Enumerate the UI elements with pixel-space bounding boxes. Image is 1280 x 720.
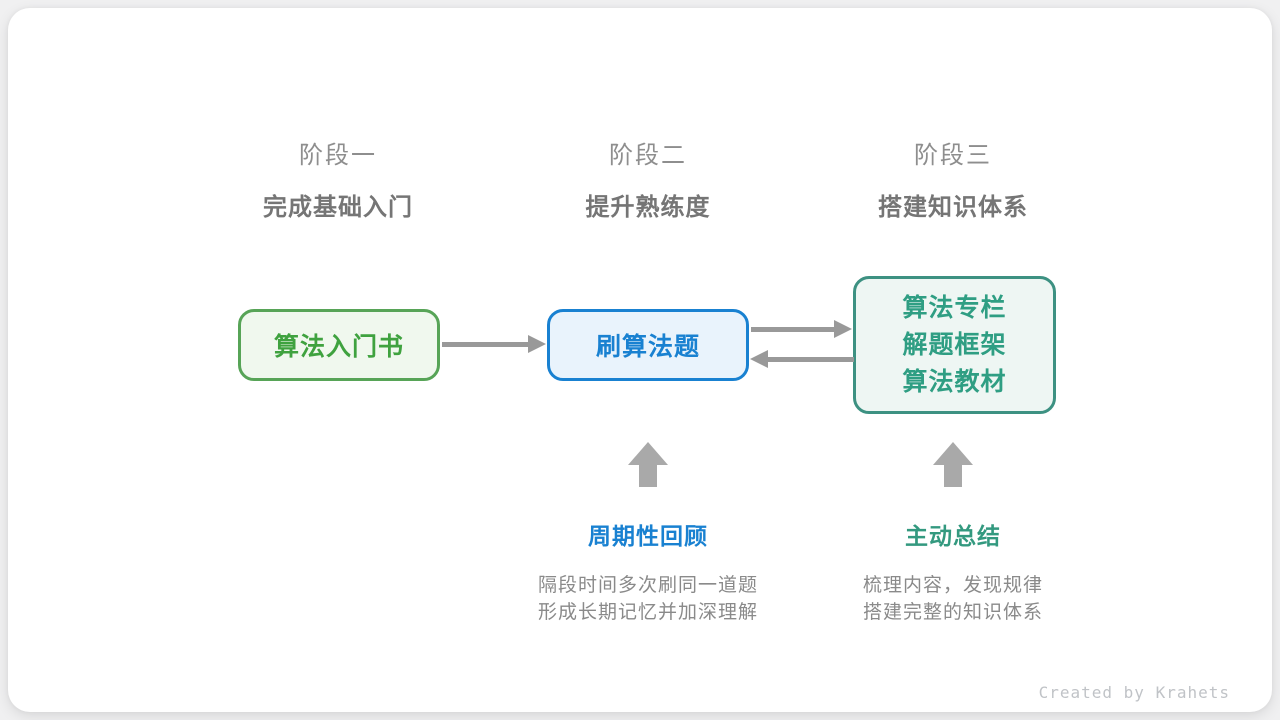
arrow-right-icon (528, 335, 546, 353)
arrow-shaft (751, 327, 835, 332)
node-resource-line-2: 解题框架 (902, 330, 1007, 359)
arrow-right-icon (834, 320, 852, 338)
arrow-shaft (768, 357, 854, 362)
callout-active-summary: 主动总结 梳理内容，发现规律 搭建完整的知识体系 (793, 517, 1113, 626)
up-arrow-icon (933, 442, 973, 465)
stage-2-label: 阶段二 (609, 142, 687, 169)
node-intro-book-label: 算法入门书 (273, 333, 404, 361)
arrow-shaft (442, 342, 530, 347)
credit-text: Created by Krahets (1038, 683, 1230, 702)
callout-active-summary-desc: 梳理内容，发现规律 搭建完整的知识体系 (793, 572, 1113, 626)
callout-periodic-review-desc: 隔段时间多次刷同一道题 形成长期记忆并加深理解 (488, 572, 808, 626)
stage-1-subtitle: 完成基础入门 (263, 194, 413, 221)
stage-2-subtitle: 提升熟练度 (585, 194, 711, 221)
desc-line-1: 梳理内容，发现规律 (862, 575, 1043, 596)
callout-active-summary-title: 主动总结 (905, 523, 1001, 549)
stage-header-1: 阶段一 完成基础入门 (178, 135, 498, 222)
desc-line-2: 搭建完整的知识体系 (862, 602, 1043, 623)
node-resource-line-3: 算法教材 (902, 367, 1007, 396)
up-arrow-stem (639, 464, 657, 487)
node-resource-line-1: 算法专栏 (902, 293, 1007, 322)
arrow-left-icon (750, 350, 768, 368)
stage-3-label: 阶段三 (914, 142, 992, 169)
up-arrow-stem (944, 464, 962, 487)
callout-periodic-review: 周期性回顾 隔段时间多次刷同一道题 形成长期记忆并加深理解 (488, 517, 808, 626)
stage-header-2: 阶段二 提升熟练度 (488, 135, 808, 222)
node-practice-problems: 刷算法题 (547, 309, 749, 381)
stage-header-3: 阶段三 搭建知识体系 (793, 135, 1113, 222)
diagram-card: 阶段一 完成基础入门 阶段二 提升熟练度 阶段三 搭建知识体系 算法入门书 刷算… (8, 8, 1272, 712)
desc-line-2: 形成长期记忆并加深理解 (537, 602, 758, 623)
up-arrow-icon (628, 442, 668, 465)
node-intro-book: 算法入门书 (238, 309, 440, 381)
desc-line-1: 隔段时间多次刷同一道题 (537, 575, 758, 596)
node-knowledge-resources: 算法专栏 解题框架 算法教材 (853, 276, 1056, 414)
callout-periodic-review-title: 周期性回顾 (588, 523, 708, 549)
stage-1-label: 阶段一 (299, 142, 377, 169)
stage-3-subtitle: 搭建知识体系 (878, 194, 1028, 221)
node-practice-problems-label: 刷算法题 (595, 333, 700, 361)
